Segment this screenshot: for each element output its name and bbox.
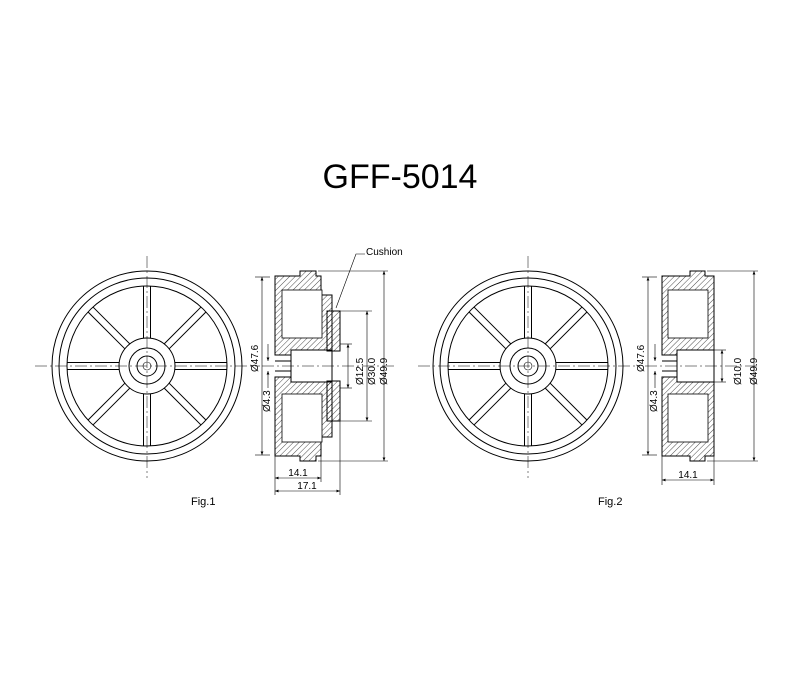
wheel-spoke-edge xyxy=(549,311,588,350)
wheel-spoke-edge xyxy=(163,306,202,345)
fig1-dim-outer-left: Ø47.6 xyxy=(250,344,261,372)
fig1-dim-cushion-outer: Ø30.0 xyxy=(367,357,378,385)
fig1-dim-outer-right: Ø49.9 xyxy=(379,357,390,385)
wheel-spoke-edge xyxy=(473,306,512,345)
fig1-dim-width-total: 17.1 xyxy=(297,481,317,492)
wheel-spoke-edge xyxy=(92,387,131,426)
fig2-side-section: Ø47.6 Ø4.3 Ø10.0 Ø49.9 14.1 xyxy=(636,270,760,485)
fig2-dim-outer-left: Ø47.6 xyxy=(636,344,647,372)
wheel-spoke-edge xyxy=(168,311,207,350)
wheel-spoke-edge xyxy=(92,306,131,345)
wheel-spoke-edge xyxy=(87,382,126,421)
wheel-spoke-edge xyxy=(468,382,507,421)
wheel-spoke-edge xyxy=(87,311,126,350)
fig2-dim-width-body: 14.1 xyxy=(678,470,698,481)
fig2-dim-bore: Ø4.3 xyxy=(649,390,660,412)
fig1-dim-bore: Ø4.3 xyxy=(262,390,273,412)
wheel-spoke-edge xyxy=(468,311,507,350)
fig1-front-view: Fig.1 xyxy=(35,256,260,508)
fig2-label: Fig.2 xyxy=(598,496,622,508)
fig1-label: Fig.1 xyxy=(191,496,215,508)
wheel-spoke-edge xyxy=(544,387,583,426)
fig1-dim-cushion-inner: Ø12.5 xyxy=(355,357,366,385)
wheel-spoke-edge xyxy=(549,382,588,421)
fig2-front-view: Fig.2 xyxy=(418,256,640,508)
cushion-callout: Cushion xyxy=(366,247,403,258)
wheel-spoke-edge xyxy=(473,387,512,426)
fig2-dim-hub: Ø10.0 xyxy=(733,357,744,385)
wheel-spoke-edge xyxy=(163,387,202,426)
wheel-spoke-edge xyxy=(544,306,583,345)
fig1-dim-width-body: 14.1 xyxy=(288,468,308,479)
drawing-title: GFF-5014 xyxy=(323,158,478,196)
wheel-spoke-edge xyxy=(168,382,207,421)
fig2-dim-outer-right: Ø49.9 xyxy=(749,357,760,385)
fig1-side-section: Cushion Ø47.6 Ø4.3 Ø12.5 Ø30.0 Ø49.9 14.… xyxy=(250,247,403,495)
